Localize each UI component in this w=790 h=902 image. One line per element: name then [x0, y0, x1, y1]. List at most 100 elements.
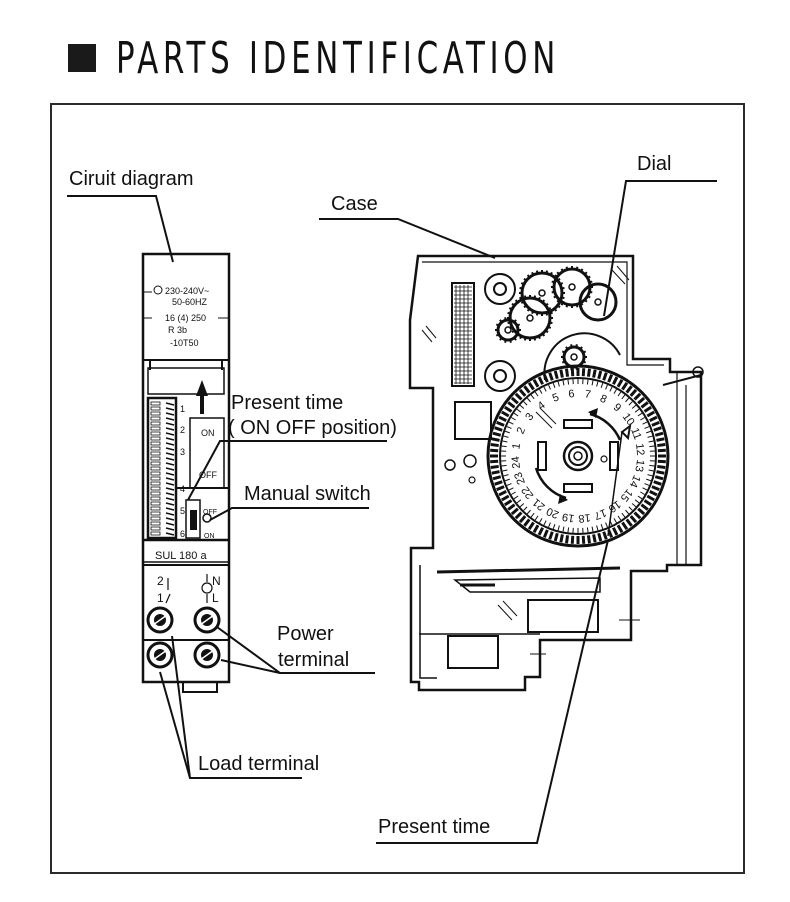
dial-minor-tick [600, 382, 604, 388]
dial-hour-label: 22 [519, 484, 536, 501]
model-label: SUL 180 a [155, 550, 207, 562]
dial-segment [621, 381, 629, 391]
dial-segment [643, 405, 653, 413]
dial-hour-label: 2 [515, 426, 528, 436]
dial-segment [490, 464, 499, 469]
scale-segment [150, 451, 161, 456]
dial-segment [490, 459, 499, 464]
scale-tick [165, 462, 175, 466]
dial-minor-tick [637, 412, 643, 417]
dial-minor-tick [501, 445, 507, 448]
scale-segment [150, 486, 161, 491]
arrow-up-icon [196, 380, 208, 414]
dial-hub [562, 440, 594, 472]
dial-segment [581, 535, 586, 544]
manual-switch-body[interactable] [185, 499, 201, 539]
dial-segment [586, 368, 591, 377]
dial-hour-label: 17 [592, 506, 608, 522]
dial-segment [496, 420, 505, 427]
dial-minor-tick [567, 379, 570, 385]
scale-segment [150, 446, 161, 451]
dial-minor-tick [591, 526, 594, 532]
gear-icon [495, 317, 521, 343]
dial-segment [548, 531, 554, 540]
front-view [141, 252, 231, 693]
scale-tick [165, 407, 175, 411]
dial-minor-tick [516, 408, 522, 413]
dial-segment [657, 459, 666, 464]
spec-temperature: -10T50 [170, 338, 199, 348]
dial-segment [570, 368, 575, 377]
label-dial: Dial [637, 153, 671, 175]
leader-case [319, 218, 496, 259]
scale-segment [150, 501, 161, 506]
dial-segment [586, 535, 591, 544]
dial-minor-tick [621, 512, 626, 518]
dial-segment [507, 401, 516, 409]
dial-minor-tick [586, 379, 589, 385]
dial-minor-tick [519, 404, 525, 409]
dial-segment [532, 524, 540, 533]
scale-tick [165, 532, 175, 536]
dial-minor-tick [534, 515, 539, 521]
page-title: PARTS IDENTIFICATION [116, 32, 561, 84]
dial-minor-tick [562, 526, 565, 532]
scale-num-4: 4 [180, 484, 185, 494]
scale-segment [150, 406, 161, 411]
dial-hour-label: 24 [510, 456, 523, 469]
dial-hour-label: 15 [618, 486, 635, 503]
dial-minor-tick [519, 503, 525, 508]
dial-segment [633, 392, 642, 401]
dial-minor-tick [649, 464, 655, 467]
dial-minor-tick [526, 509, 531, 515]
dial-segment [565, 535, 570, 544]
black-square-icon [68, 44, 96, 72]
label-circuit-diagram: Ciruit diagram [69, 168, 193, 190]
window-on-label: ON [201, 428, 215, 438]
terminal-screws [146, 606, 221, 669]
dial-segment [492, 475, 502, 481]
scale-segment [150, 426, 161, 431]
dial-minor-tick [523, 401, 528, 406]
dial-segment [510, 507, 519, 516]
dial-minor-tick [644, 426, 650, 429]
dial-segment [597, 532, 603, 542]
dial-segment [542, 529, 549, 538]
dial-segment [633, 511, 642, 520]
arrow-head-icon [558, 494, 568, 504]
terminal-label-1: 1 [157, 591, 164, 605]
dial-segment [657, 464, 666, 469]
leader-present-time [376, 539, 609, 844]
dial-segment [523, 518, 531, 527]
scale-segment [150, 401, 161, 406]
dial-minor-tick [548, 522, 551, 528]
leader-power-terminal-bottom [220, 659, 281, 674]
dial-segment [637, 396, 646, 405]
scale-num-5: 5 [180, 506, 185, 516]
dial-hour-label: 8 [598, 393, 608, 406]
dial-minor-tick [548, 384, 551, 390]
dial-segment [548, 372, 554, 381]
coil [451, 282, 475, 387]
dial-minor-tick [600, 524, 604, 530]
dial-minor-tick [637, 495, 643, 500]
dial-outer-ring [486, 364, 670, 548]
dial-minor-tick [504, 430, 510, 434]
scale-segment [150, 441, 161, 446]
dial-minor-tick [557, 381, 560, 387]
dial-minor-tick [586, 527, 589, 533]
dial-segment [597, 370, 603, 380]
scale-tick [165, 467, 175, 471]
dial-segment [616, 379, 624, 388]
scale-tick [165, 452, 175, 456]
dial-minor-tick [631, 503, 637, 508]
scale-tick [165, 422, 175, 426]
scale-ticks [150, 401, 175, 536]
front-panel-text: 230-240V~ 50-60HZ 16 (4) 250 R 3b -10T50… [153, 285, 221, 605]
dial-minor-tick [530, 512, 535, 518]
dial-minor-tick [634, 408, 640, 413]
dial-hour-label: 6 [568, 388, 575, 401]
scale-tick [165, 427, 175, 431]
